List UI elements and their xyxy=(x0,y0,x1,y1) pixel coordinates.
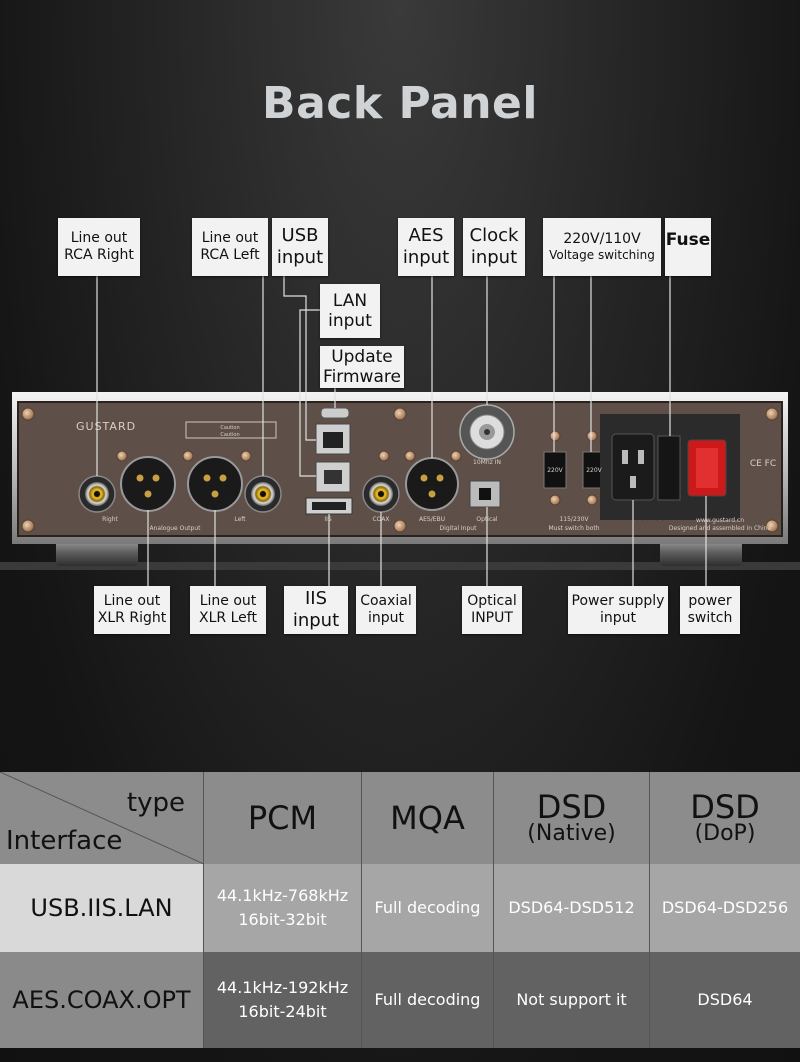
label-left: Left xyxy=(234,516,246,523)
row2-dsd-dop: DSD64 xyxy=(650,952,800,1048)
brand-logo: GUSTARD xyxy=(76,420,136,433)
corner-interface: Interface xyxy=(6,826,123,856)
foot-left xyxy=(56,540,138,566)
label-digital-input: Digital Input xyxy=(440,525,478,532)
label-voltage-note-1: 115/230V xyxy=(559,516,589,523)
lan-port xyxy=(315,423,351,455)
caution-box xyxy=(185,421,277,439)
corner-type: type xyxy=(126,788,185,818)
col-header-mqa: MQA xyxy=(362,772,494,864)
col-header-pcm: PCM xyxy=(204,772,362,864)
xlr-aes-jack xyxy=(405,457,459,511)
caution-caption: Caution xyxy=(220,432,239,438)
label-made: Designed and assembled in China xyxy=(669,525,772,532)
label-iis: IIS xyxy=(324,516,332,523)
label-volt1: 220V xyxy=(547,467,563,474)
label-right: Right xyxy=(102,516,118,523)
row-interface-aes: AES.COAX.OPT xyxy=(0,952,204,1048)
label-aes: AES/EBU xyxy=(419,516,445,523)
label-website: www.gustard.cn xyxy=(696,517,744,524)
row1-mqa: Full decoding xyxy=(362,864,494,952)
row2-mqa: Full decoding xyxy=(362,952,494,1048)
foot-right xyxy=(660,540,742,566)
label-clock: 10Mhz IN xyxy=(473,459,501,466)
callout-fuse: Fuse xyxy=(665,218,711,276)
rca-right-jack xyxy=(78,475,116,513)
back-panel-illustration: GUSTARD Caution xyxy=(0,276,800,586)
col-header-dsd-native: DSD (Native) xyxy=(494,772,650,864)
spec-table: type Interface PCM MQA DSD (Native) DSD … xyxy=(0,772,800,1048)
page-title: Back Panel xyxy=(262,78,538,129)
label-cert: CE FC xyxy=(750,459,776,469)
leader-lines xyxy=(96,276,707,586)
fuse-holder xyxy=(657,435,681,501)
table-corner-cell: type Interface xyxy=(0,772,204,864)
label-voltage-note-2: Must switch both xyxy=(548,525,599,532)
row-interface-usb: USB.IIS.LAN xyxy=(0,864,204,952)
row2-dsd-native: Not support it xyxy=(494,952,650,1048)
bnc-clock-jack xyxy=(459,404,515,460)
iec-inlet xyxy=(611,433,655,501)
rca-coax-jack xyxy=(362,475,400,513)
caution-text: Caution xyxy=(220,425,239,431)
row1-dsd-dop: DSD64-DSD256 xyxy=(650,864,800,952)
voltage-switch-1 xyxy=(543,451,567,489)
xlr-right-jack xyxy=(120,456,176,512)
usb-c-port xyxy=(320,407,350,419)
label-volt2: 220V xyxy=(586,467,602,474)
col-header-dsd-dop: DSD (DoP) xyxy=(650,772,800,864)
xlr-left-jack xyxy=(187,456,243,512)
rca-left-jack xyxy=(244,475,282,513)
label-analogue: Analogue Output xyxy=(150,525,202,532)
row1-dsd-native: DSD64-DSD512 xyxy=(494,864,650,952)
